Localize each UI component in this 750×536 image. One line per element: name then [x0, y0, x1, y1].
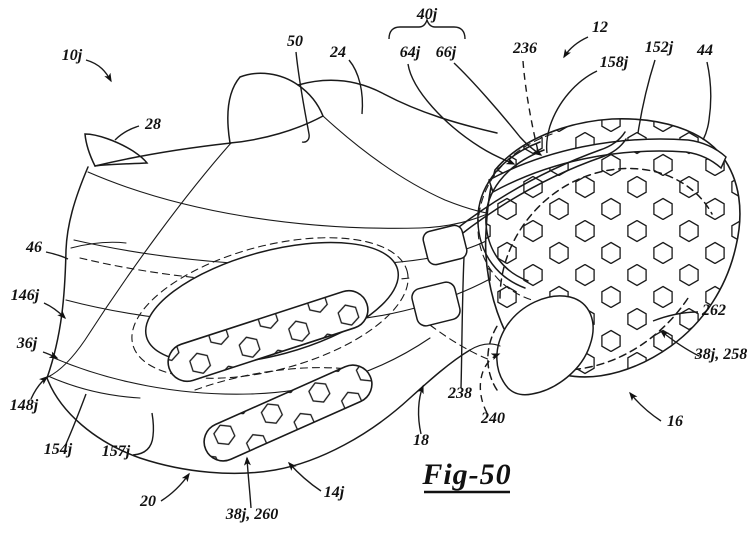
- forefoot-hex-capsule: [203, 364, 373, 462]
- leader-line-10j: [85, 59, 112, 83]
- leader-line-44: [702, 61, 712, 141]
- heel-pod-hidden-outline: [487, 322, 500, 391]
- leader-line-236: [522, 60, 540, 156]
- panel-curve-1: [87, 171, 497, 229]
- midfoot-tab-lower: [411, 281, 461, 327]
- ref-label-238: 238: [447, 385, 472, 402]
- toe-cap-line: [47, 375, 141, 399]
- ref-label-64j: 64j: [400, 44, 421, 61]
- heel-sling-outer: [454, 131, 626, 231]
- ref-label-38j-260: 38j, 260: [225, 506, 278, 523]
- heel-region: [411, 118, 741, 396]
- quarter-seam: [322, 115, 506, 216]
- leader-line-20: [160, 472, 190, 502]
- ref-label-66j: 66j: [436, 44, 457, 61]
- leader-line-36j: [42, 351, 59, 359]
- heel-rim-band: [488, 138, 727, 194]
- heel-pod: [496, 295, 594, 396]
- figure-caption-text: Fig-50: [421, 458, 511, 491]
- topline-back: [297, 79, 498, 134]
- ref-label-240: 240: [480, 410, 505, 427]
- midfoot-tab-upper: [422, 224, 468, 266]
- figure-caption: Fig-50: [421, 458, 511, 494]
- ref-label-12: 12: [592, 19, 608, 36]
- upper-panel-curves: [47, 115, 506, 395]
- shoe-outline: [46, 72, 498, 475]
- midfoot-hex-capsule: [167, 289, 369, 383]
- leader-line-157j: [132, 412, 155, 456]
- heel-hidden-curve-upper: [499, 167, 713, 299]
- eyestay-branch: [70, 241, 127, 249]
- midfoot-window: [131, 237, 409, 383]
- leader-line-38j-260: [243, 456, 252, 509]
- ref-label-236: 236: [512, 40, 537, 57]
- ref-label-146j: 146j: [11, 287, 40, 304]
- leader-line-50: [295, 51, 310, 143]
- leader-line-66j: [453, 62, 543, 156]
- leader-line-14j: [288, 461, 322, 492]
- bottom-edge: [46, 349, 471, 475]
- ref-label-154j: 154j: [44, 441, 73, 458]
- ref-label-46: 46: [25, 239, 42, 256]
- ref-label-157j: 157j: [102, 443, 131, 460]
- arch-connector: [469, 343, 501, 351]
- ref-label-50: 50: [287, 33, 303, 50]
- ref-label-148j: 148j: [10, 397, 39, 414]
- ref-label-10j: 10j: [62, 47, 83, 64]
- leader-line-12: [563, 36, 589, 59]
- leader-line-64j: [407, 63, 516, 165]
- heel-sling-inner: [458, 138, 627, 237]
- ref-label-18: 18: [413, 432, 429, 449]
- forefoot-window: [194, 364, 373, 462]
- leader-line-40j: [388, 17, 466, 40]
- forefoot-hidden-edge: [194, 367, 359, 391]
- leader-line-46: [45, 251, 69, 260]
- ref-label-20: 20: [139, 493, 156, 510]
- heel-crescent-hidden: [477, 133, 553, 301]
- topline-front: [94, 142, 232, 167]
- ref-label-16: 16: [667, 413, 683, 430]
- leader-line-152j: [637, 59, 656, 134]
- ref-label-152j: 152j: [645, 39, 674, 56]
- reference-labels-layer: 10j 28 50 24 40j 64j 66j 236 12 158j 152j 44 46 146j 3…: [10, 6, 747, 523]
- ref-label-40j: 40j: [416, 6, 438, 23]
- heel-crescent-inner: [485, 149, 545, 282]
- ref-label-28: 28: [144, 116, 161, 133]
- leader-line-16: [629, 391, 662, 422]
- leader-line-38j-258: [659, 330, 700, 357]
- left-edge: [46, 166, 89, 379]
- leader-line-146j: [43, 302, 67, 320]
- leader-line-28: [114, 125, 140, 141]
- ref-label-36j: 36j: [16, 335, 38, 352]
- vamp-edge: [47, 142, 232, 378]
- ref-label-14j: 14j: [324, 484, 345, 501]
- leader-line-18: [417, 384, 424, 435]
- ref-label-158j: 158j: [600, 54, 629, 71]
- ref-label-44: 44: [696, 42, 713, 59]
- leader-line-240: [479, 353, 501, 414]
- leader-line-24: [348, 59, 364, 115]
- leader-line-148j: [30, 376, 49, 400]
- shoe-drawing: [46, 72, 741, 475]
- arch-hidden-line: [429, 324, 491, 361]
- midsole-upper-curve: [53, 337, 431, 395]
- midfoot-window-hidden-outline: [131, 237, 409, 379]
- ref-label-38j-258: 38j, 258: [694, 346, 747, 363]
- leader-line-238: [460, 256, 465, 389]
- leader-line-262: [652, 311, 699, 322]
- leader-line-154j: [65, 393, 87, 445]
- ref-label-262: 262: [701, 302, 726, 319]
- ref-label-24: 24: [329, 44, 346, 61]
- leader-line-158j: [545, 70, 598, 154]
